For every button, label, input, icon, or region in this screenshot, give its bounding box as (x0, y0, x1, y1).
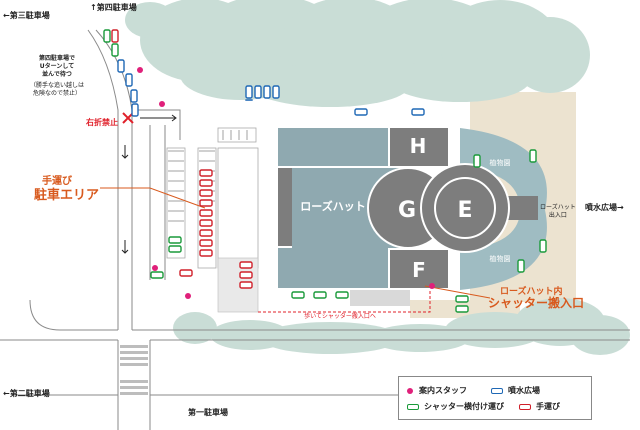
tree-canopy-north (125, 0, 590, 107)
no-right-turn-mark (122, 112, 177, 124)
no-right-turn-label: 右折禁止 (86, 118, 118, 127)
shutter-label-line2: シャッター搬入口 (488, 296, 585, 310)
hall-h-label: H (410, 134, 427, 158)
parking2-label: ←第二駐車場 (3, 389, 50, 398)
cars-fountain (117, 59, 425, 117)
legend-handcarry: 手運び (519, 401, 560, 412)
blue-car-icon (491, 387, 503, 394)
hall-e-label: E (457, 198, 472, 223)
shutter-leader-line (424, 285, 491, 299)
greenhouse-bottom-label: 植物園 (490, 254, 511, 263)
legend-staff-label: 案内スタッフ (419, 386, 467, 395)
rose-hut-label: ローズハット (300, 199, 365, 213)
parking4-note: 第四駐車場で Uターンして 並んで待つ (38, 55, 75, 78)
hall-f-label: F (412, 258, 426, 282)
hall-e-inner-ring (434, 177, 496, 239)
legend-fountain: 噴水広場 (491, 385, 540, 396)
greenhouse-top-label: 植物園 (490, 158, 511, 167)
handcarry-label-line1: 手運び (42, 176, 72, 187)
parking4-top-label: ↑第四駐車場 (90, 3, 137, 12)
hall-h-block (390, 128, 448, 166)
walking-route (258, 290, 431, 313)
rose-hut-west-wall (278, 168, 292, 246)
loading-dock (350, 290, 410, 306)
map-legend: 案内スタッフ 噴水広場 シャッター横付け運び 手運び (398, 376, 592, 420)
staff-dot-icon (407, 387, 413, 394)
handcarry-parking-lots (166, 127, 259, 269)
road-arrows (121, 145, 129, 254)
legend-shutter: シャッター横付け運び (407, 401, 504, 412)
fountain-plaza-label: 噴水広場→ (585, 203, 624, 212)
tree-canopy-south (173, 298, 630, 355)
hall-g-label: G (398, 198, 416, 223)
staff-markers (137, 67, 435, 299)
parking4-note-sub: （勝手な追い越しは 危険なので禁止） (29, 82, 84, 97)
handcarry-leader-line (100, 187, 206, 209)
parking1-label: 第一駐車場 (188, 408, 228, 417)
crosswalk (120, 345, 148, 395)
shutter-label-line1: ローズハット内 (500, 287, 563, 297)
red-car-icon (519, 403, 531, 410)
handcarry-label-line2: 駐車エリア (34, 188, 100, 203)
legend-fountain-label: 噴水広場 (508, 386, 540, 395)
green-car-icon (407, 403, 419, 410)
cars-handcarry (111, 29, 253, 289)
hall-e-circle (420, 163, 510, 253)
rose-hut-exit-block (508, 196, 538, 220)
legend-handcarry-label: 手運び (536, 402, 560, 411)
legend-shutter-label: シャッター横付け運び (424, 402, 504, 411)
parking3-label: ←第三駐車場 (3, 11, 50, 20)
cars-shutter (103, 29, 547, 313)
rose-hut-exit-label: ローズハット 出入口 (540, 204, 576, 219)
legend-staff: 案内スタッフ (407, 385, 467, 396)
walk-to-shutter-label: 歩いてシャッター搬入口へ (304, 312, 376, 320)
hall-f-block (390, 250, 448, 288)
